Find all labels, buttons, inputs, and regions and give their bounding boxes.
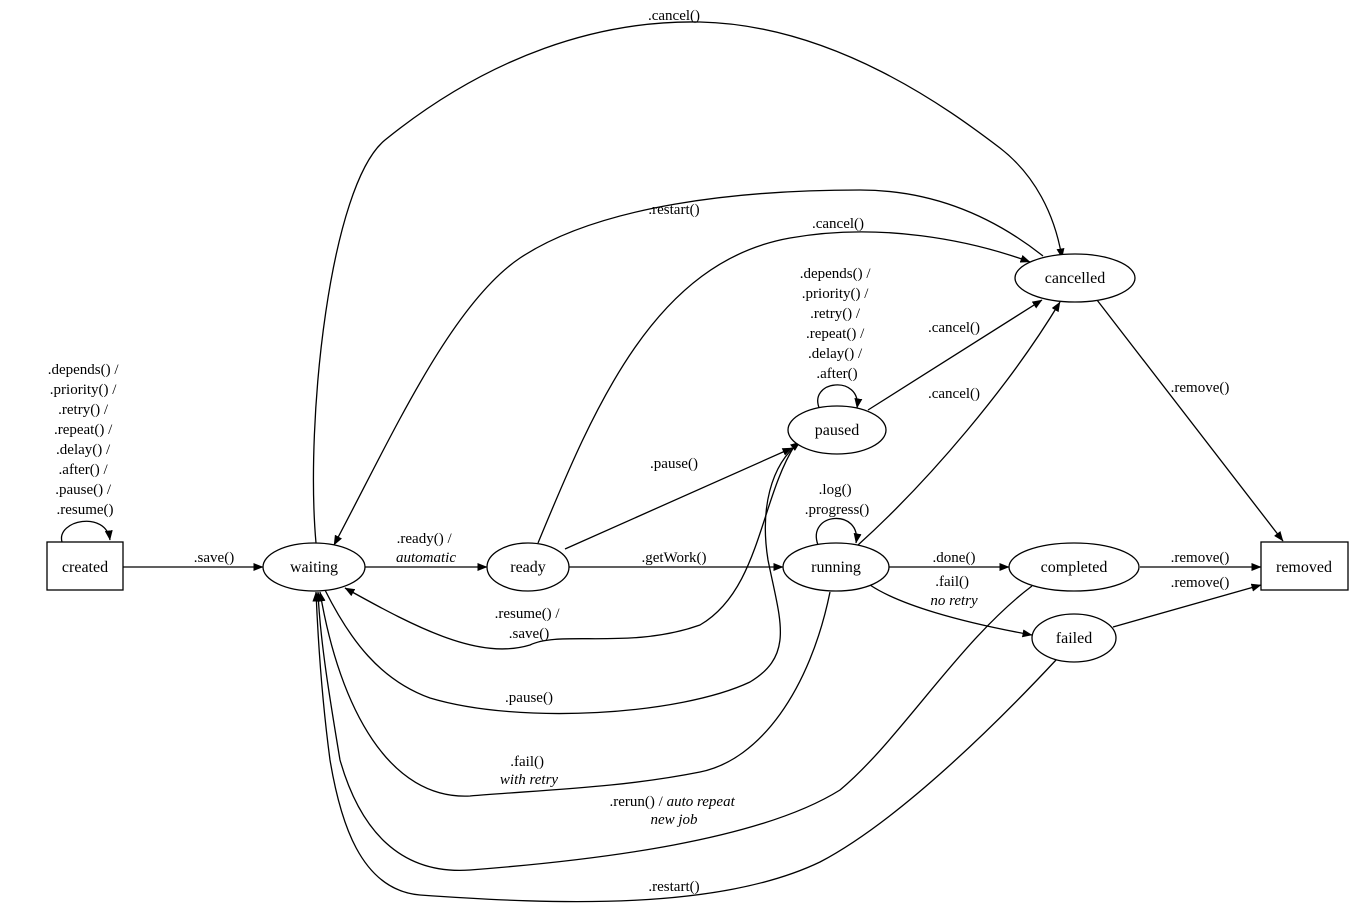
label-running-failed: .fail() no retry	[930, 574, 978, 609]
label-ready-cancelled: .cancel()	[812, 216, 864, 232]
node-removed-label: removed	[1276, 559, 1332, 576]
label-failed-waiting: .restart()	[648, 879, 699, 895]
label-completed-waiting: .rerun() / auto repeat new job	[610, 794, 739, 828]
edge-ready-paused	[564, 447, 793, 550]
edge-cancelled-waiting	[333, 189, 1044, 546]
node-created: created	[46, 541, 124, 591]
node-completed: completed	[1008, 542, 1140, 592]
node-running: running	[782, 542, 890, 592]
label-paused-self: .depends() / .priority() / .retry() / .r…	[800, 266, 875, 382]
edge-running-self	[815, 517, 862, 546]
label-waiting-ready: .ready() / automatic	[396, 531, 456, 566]
edge-paused-waiting	[344, 444, 796, 650]
label-ready-paused: .pause()	[650, 456, 698, 472]
node-failed-label: failed	[1056, 630, 1092, 647]
edge-running-failed	[869, 584, 1033, 638]
node-waiting-label: waiting	[290, 559, 338, 576]
label-created-self: .depends() / .priority() / .retry() / .r…	[48, 362, 123, 518]
label-running-self: .log() .progress()	[805, 482, 870, 518]
label-completed-removed: .remove()	[1171, 550, 1230, 566]
node-cancelled-label: cancelled	[1045, 270, 1105, 287]
label-waiting-paused: .pause()	[505, 690, 553, 706]
label-created-waiting: .save()	[194, 550, 234, 566]
edges	[61, 21, 1284, 903]
edge-ready-cancelled	[537, 231, 1031, 544]
edge-completed-waiting	[314, 585, 1033, 871]
node-paused: paused	[787, 405, 887, 455]
label-cancelled-waiting: .restart()	[648, 202, 699, 218]
edge-waiting-paused	[324, 441, 801, 715]
label-ready-running: .getWork()	[641, 550, 706, 566]
edge-paused-cancelled	[867, 299, 1043, 411]
node-completed-label: completed	[1041, 559, 1108, 576]
edge-paused-self	[817, 384, 863, 411]
nodes: created waiting ready running paused can…	[46, 253, 1349, 663]
node-paused-label: paused	[815, 422, 859, 439]
node-removed: removed	[1260, 541, 1349, 591]
edge-running-cancelled	[857, 301, 1061, 546]
edge-failed-waiting	[312, 591, 1057, 903]
node-waiting: waiting	[262, 542, 366, 592]
edge-cancelled-removed	[1096, 299, 1284, 542]
edge-failed-removed	[1112, 583, 1262, 628]
label-running-completed: .done()	[933, 550, 976, 566]
label-waiting-cancelled: .cancel()	[648, 8, 700, 24]
label-cancelled-removed: .remove()	[1171, 380, 1230, 396]
node-ready-label: ready	[510, 559, 546, 576]
node-cancelled: cancelled	[1014, 253, 1136, 303]
node-failed: failed	[1031, 613, 1117, 663]
label-running-cancelled: .cancel()	[928, 386, 980, 402]
label-failed-removed: .remove()	[1171, 575, 1230, 591]
node-running-label: running	[811, 559, 861, 576]
label-paused-waiting: .resume() / .save()	[495, 606, 564, 642]
label-running-waiting: .fail() with retry	[500, 754, 559, 788]
label-paused-cancelled: .cancel()	[928, 320, 980, 336]
edge-labels: .depends() / .priority() / .retry() / .r…	[48, 8, 1230, 895]
edge-created-self	[61, 520, 113, 543]
edge-waiting-cancelled	[312, 21, 1065, 544]
node-created-label: created	[62, 559, 108, 576]
edge-running-waiting	[317, 591, 831, 797]
node-ready: ready	[486, 542, 570, 592]
